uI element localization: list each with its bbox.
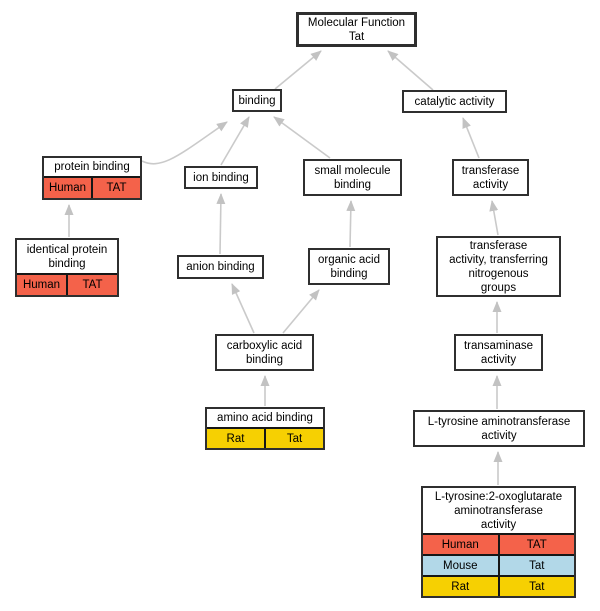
node-label-line: transferase [469, 240, 528, 252]
edge-ion-binding--to--binding [220, 116, 250, 166]
node-label-line: binding [245, 353, 284, 366]
node-label: transferase activity, transferring nitroge… [438, 238, 559, 296]
node-label-line: transferase [461, 164, 520, 177]
node-label: binding [234, 91, 280, 110]
node-anion-binding[interactable]: anion binding [177, 255, 264, 279]
node-label-line: nitrogenous [468, 268, 529, 280]
annotation-cell-gene[interactable]: Tat [497, 556, 574, 575]
edge-catalytic-activity--to--molecular-function-tat [387, 50, 434, 91]
node-label: catalytic activity [404, 92, 505, 111]
node-label-line: binding [330, 267, 368, 280]
node-label-line: carboxylic acid [226, 339, 303, 352]
node-label-line: L-tyrosine aminotransferase [427, 415, 571, 428]
node-label: protein binding [44, 158, 140, 176]
annotation-cell-species[interactable]: Rat [207, 429, 264, 448]
node-label-line: identical protein [26, 243, 108, 256]
annotation-cell-species[interactable]: Mouse [423, 556, 498, 575]
annotation-cell-species[interactable]: Rat [423, 577, 498, 596]
node-label-line: aminotransferase [454, 504, 543, 517]
edge-binding--to--molecular-function-tat [274, 50, 322, 90]
edge-transferase-activity--to--catalytic-activity [462, 117, 480, 159]
node-label: anion binding [179, 257, 262, 277]
node-label-line: activity [480, 518, 517, 531]
edge-carboxylic-acid-binding--to--anion-binding [231, 283, 255, 334]
node-label-line: organic acid [317, 253, 380, 266]
node-label-line: activity [472, 178, 509, 191]
node-transferase-activity-transferring-nitrogenous-groups[interactable]: transferase activity, transferring nitroge… [436, 236, 561, 297]
node-label: ion binding [186, 168, 256, 187]
annotation-cell-gene[interactable]: TAT [497, 535, 574, 554]
node-binding[interactable]: binding [232, 89, 282, 112]
annotation-cell-species[interactable]: Human [44, 178, 91, 198]
annotation-cell-gene[interactable]: Tat [497, 577, 574, 596]
node-catalytic-activity[interactable]: catalytic activity [402, 90, 507, 113]
node-label-line: activity, transferring [449, 254, 548, 266]
node-label-line: binding [333, 178, 372, 191]
edge-small-molecule-binding--to--binding [273, 116, 331, 159]
annotation-cell-species[interactable]: Human [17, 275, 66, 295]
node-label-line: ion binding [193, 171, 249, 184]
node-label-line: Tat [348, 31, 365, 43]
node-label-line: catalytic activity [414, 95, 495, 108]
node-label-line: binding [48, 257, 86, 270]
edge-anion-binding--to--ion-binding [216, 193, 226, 255]
node-label-line: L-tyrosine:2-oxoglutarate [434, 490, 563, 503]
node-label-line: amino acid binding [217, 412, 313, 424]
annotation-cell-gene[interactable]: TAT [66, 275, 117, 295]
edge-transferase-activity-transferring-nitrogenous-groups--to--transferase-activity [489, 200, 499, 236]
node-label-line: anion binding [186, 261, 255, 273]
node-label-line: activity [480, 353, 517, 366]
edge-organic-acid-binding--to--small-molecule-binding [346, 200, 356, 248]
node-label-line: activity [481, 429, 517, 442]
node-label-line: Molecular Function [307, 17, 406, 29]
annotation-cell-gene[interactable]: TAT [91, 178, 140, 198]
node-ion-binding[interactable]: ion binding [184, 166, 258, 189]
edge-protein-binding--to--binding [141, 121, 228, 165]
node-label-line: small molecule [314, 164, 391, 177]
node-label: amino acid binding [207, 409, 323, 427]
node-label-line: transaminase [463, 339, 534, 352]
annotation-cell-gene[interactable]: Tat [264, 429, 323, 448]
node-label-line: protein binding [54, 161, 130, 173]
node-label-line: binding [238, 94, 276, 107]
edge-carboxylic-acid-binding--to--organic-acid-binding [282, 289, 320, 334]
node-label-line: groups [480, 282, 517, 294]
annotation-cell-species[interactable]: Human [423, 535, 498, 554]
